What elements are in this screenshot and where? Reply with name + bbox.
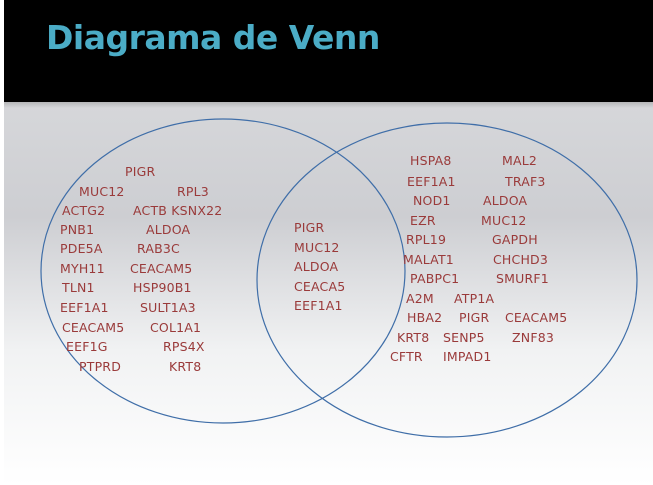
slide-title: Diagrama de Venn	[46, 18, 380, 57]
gene-label: EEF1G	[66, 339, 108, 354]
gene-label: PTPRD	[79, 359, 122, 374]
gene-label: PDE5A	[60, 241, 103, 256]
venn-right-circle	[256, 122, 638, 438]
gene-label: HSPA8	[410, 153, 452, 168]
gene-label: MUC12	[79, 184, 125, 199]
gene-label: CFTR	[390, 349, 423, 364]
gene-label: TLN1	[62, 280, 95, 295]
gene-label: NOD1	[413, 193, 451, 208]
gene-label: ALDOA	[146, 222, 191, 237]
gene-label: EEF1A1	[294, 298, 343, 313]
gene-label: SENP5	[443, 330, 485, 345]
gene-label: PIGR	[125, 164, 156, 179]
gene-label: PNB1	[60, 222, 95, 237]
gene-label: HBA2	[407, 310, 443, 325]
gene-label: PIGR	[294, 220, 325, 235]
gene-label: MALAT1	[403, 252, 454, 267]
gene-label: EEF1A1	[60, 300, 109, 315]
gene-label: KRT8	[397, 330, 430, 345]
gene-label: SULT1A3	[140, 300, 196, 315]
gene-label: ACTG2	[62, 203, 106, 218]
gene-label: MUC12	[481, 213, 527, 228]
gene-label: RPS4X	[163, 339, 205, 354]
gene-label: RPL3	[177, 184, 209, 199]
gene-label: EZR	[410, 213, 436, 228]
title-bar-edge	[0, 0, 4, 102]
slide-body	[4, 102, 653, 485]
gene-label: IMPAD1	[443, 349, 492, 364]
venn-left-circle	[40, 118, 406, 424]
gene-label: SMURF1	[496, 271, 549, 286]
gene-label: ATP1A	[454, 291, 495, 306]
gene-label: TRAF3	[505, 174, 546, 189]
gene-label: ALDOA	[294, 259, 339, 274]
gene-label: MUC12	[294, 240, 340, 255]
gene-label: RPL19	[406, 232, 447, 247]
slide-shadow	[4, 102, 653, 108]
gene-label: ZNF83	[512, 330, 555, 345]
gene-label: PIGR	[459, 310, 490, 325]
gene-label: CEACAM5	[505, 310, 568, 325]
gene-label: MAL2	[502, 153, 538, 168]
gene-label: KRT8	[169, 359, 202, 374]
title-bar: Diagrama de Venn	[0, 0, 653, 102]
gene-label: MYH11	[60, 261, 105, 276]
gene-label: CEACA5	[294, 279, 346, 294]
gene-label: A2M	[406, 291, 434, 306]
gene-label: EEF1A1	[407, 174, 456, 189]
gene-label: HSP90B1	[133, 280, 192, 295]
gene-label: CEACAM5	[62, 320, 125, 335]
gene-label: GAPDH	[492, 232, 538, 247]
gene-label: CHCHD3	[493, 252, 549, 267]
gene-label: CEACAM5	[130, 261, 193, 276]
gene-label: RAB3C	[137, 241, 180, 256]
gene-label: ACTB KSNX22	[133, 203, 223, 218]
gene-label: COL1A1	[150, 320, 202, 335]
gene-label: PABPC1	[410, 271, 460, 286]
gene-label: ALDOA	[483, 193, 528, 208]
